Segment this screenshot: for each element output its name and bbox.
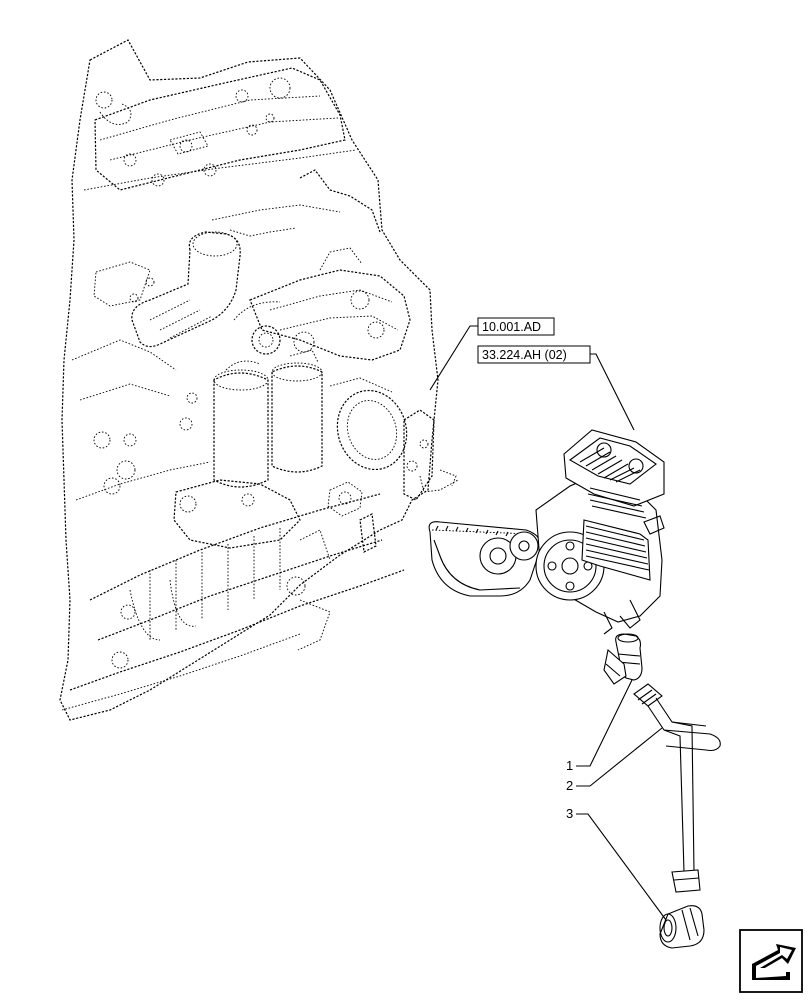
reference-label: 10.001.AD (482, 320, 541, 334)
part-callouts: 1 2 3 (566, 679, 667, 921)
callout-number-2: 2 (566, 778, 573, 793)
reference-box-33-224-ah-02[interactable]: 33.224.AH (02) (477, 345, 591, 364)
direction-arrow-icon[interactable] (739, 929, 803, 993)
reference-box-10-001-ad[interactable]: 10.001.AD (477, 317, 555, 336)
part-2-air-pipe (633, 683, 721, 893)
reference-callouts: 10.001.AD 33.224.AH (02) (429, 317, 635, 431)
callout-number-1: 1 (566, 758, 573, 773)
engine-block (59, 39, 459, 721)
air-compressor (428, 429, 665, 635)
part-1-elbow-fitting (603, 633, 643, 685)
part-3-elbow-connector (659, 905, 705, 949)
reference-label: 33.224.AH (02) (482, 348, 567, 362)
callout-number-3: 3 (566, 806, 573, 821)
